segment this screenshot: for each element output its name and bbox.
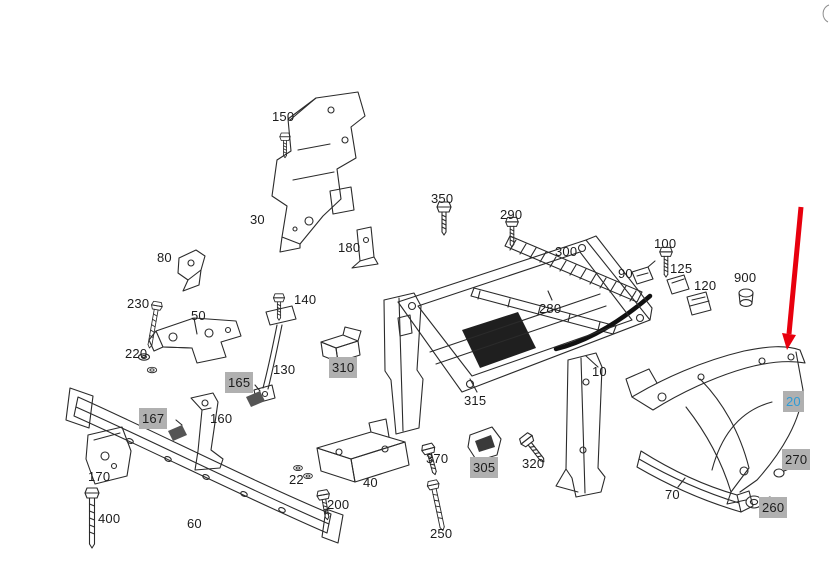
part-label-120: 120 — [694, 278, 717, 293]
part-label-270[interactable]: 270 — [785, 452, 808, 467]
part-label-125: 125 — [670, 261, 693, 276]
part-label-160: 160 — [210, 411, 233, 426]
part-label-370: 370 — [426, 451, 449, 466]
part-label-180: 180 — [338, 240, 361, 255]
part-art-clip-165 — [246, 384, 265, 407]
part-art-clip-90 — [631, 260, 656, 285]
part-label-305[interactable]: 305 — [473, 460, 496, 475]
bold-leader-line — [553, 293, 653, 352]
part-label-100: 100 — [654, 236, 677, 251]
part-label-250: 250 — [430, 526, 453, 541]
part-art-beam-60 — [65, 387, 344, 544]
part-art-rail-70 — [636, 450, 754, 513]
part-label-60: 60 — [187, 516, 202, 531]
part-label-130: 130 — [273, 362, 296, 377]
part-label-70: 70 — [665, 487, 680, 502]
part-label-22: 22 — [289, 472, 304, 487]
part-label-310[interactable]: 310 — [332, 360, 355, 375]
part-art-channel-left — [383, 292, 424, 435]
part-art-clip-167 — [168, 419, 187, 441]
part-art-clip-125 — [666, 274, 690, 295]
part-label-350: 350 — [431, 191, 454, 206]
part-label-320: 320 — [522, 456, 545, 471]
part-art-bracket-80 — [177, 249, 206, 292]
corner-artifact — [822, 4, 830, 23]
part-label-280: 280 — [539, 301, 562, 316]
part-art-bracket-180 — [351, 226, 379, 269]
part-label-150: 150 — [272, 109, 295, 124]
part-label-40: 40 — [363, 475, 378, 490]
part-label-200: 200 — [327, 497, 350, 512]
part-label-20[interactable]: 20 — [786, 394, 801, 409]
part-art-bracket-310 — [320, 326, 362, 363]
part-art-channel-right — [555, 352, 606, 498]
part-label-220: 220 — [125, 346, 148, 361]
part-art-bracket-50 — [148, 317, 242, 364]
part-label-167[interactable]: 167 — [142, 411, 165, 426]
part-art-clip-305 — [467, 426, 502, 462]
part-label-165[interactable]: 165 — [228, 375, 251, 390]
part-label-290: 290 — [500, 207, 523, 222]
part-label-90: 90 — [618, 266, 633, 281]
pointer-arrow — [782, 206, 804, 350]
part-art-clip-270 — [773, 467, 792, 478]
part-art-bracket-170 — [85, 426, 132, 485]
part-label-230: 230 — [127, 296, 150, 311]
part-label-30: 30 — [250, 212, 265, 227]
part-art-bracket-160 — [190, 392, 224, 471]
leader-lines — [469, 290, 686, 488]
part-label-170: 170 — [88, 469, 111, 484]
part-label-400: 400 — [98, 511, 121, 526]
part-label-140: 140 — [294, 292, 317, 307]
part-art-clip-900 — [738, 288, 754, 307]
part-label-900: 900 — [734, 270, 757, 285]
part-label-80: 80 — [157, 250, 172, 265]
part-label-10: 10 — [592, 364, 607, 379]
part-art-bracket-30 — [271, 91, 366, 253]
part-art-sidemember-20 — [625, 346, 806, 505]
part-art-bracket-40 — [316, 418, 410, 483]
part-label-300: 300 — [555, 244, 578, 259]
part-label-315: 315 — [464, 393, 487, 408]
part-art-frame-10 — [397, 235, 653, 393]
part-label-260[interactable]: 260 — [762, 500, 785, 515]
part-art-strip-300 — [504, 235, 643, 303]
part-label-50: 50 — [191, 308, 206, 323]
part-art-clip-120 — [686, 291, 712, 316]
